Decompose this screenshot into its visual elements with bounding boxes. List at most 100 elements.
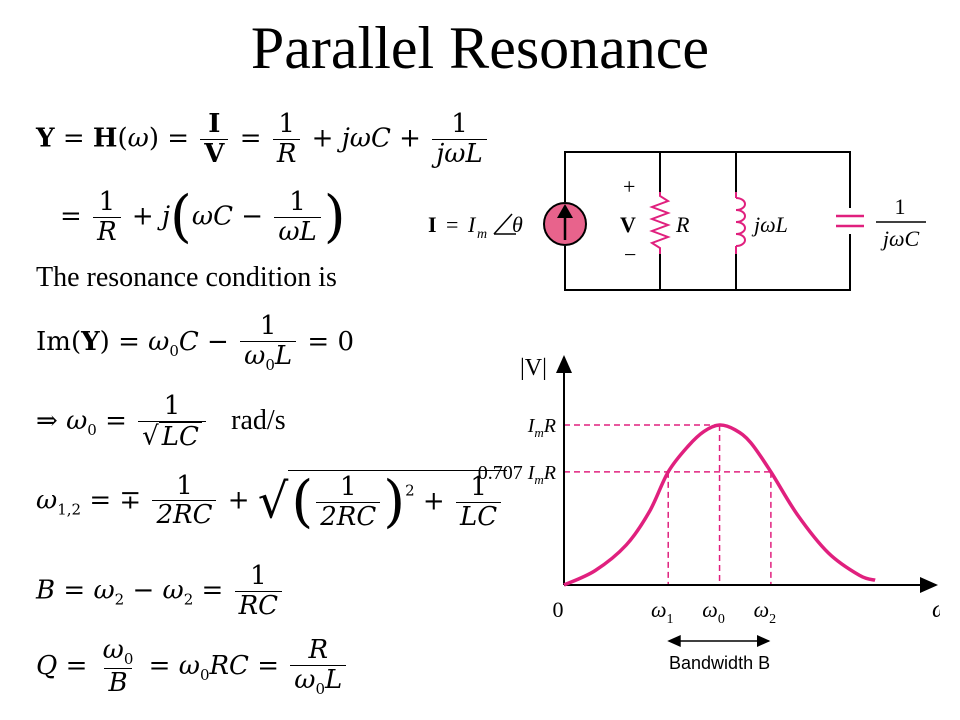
numerator: 1 (98, 187, 116, 217)
term-RC: RC (209, 651, 249, 682)
fraction-one-over-jwL: 1 jωL (432, 110, 487, 169)
fraction-one-over-R: 1 R (272, 109, 301, 169)
numerator: 1 (176, 470, 193, 501)
x-tick-label: ω0 (702, 597, 725, 627)
subscript: 0 (265, 355, 275, 374)
fraction-w0-over-B: ω0 B (99, 636, 138, 698)
im-operator: Im (36, 326, 71, 357)
x-axis-label: ω (932, 597, 940, 623)
equation-panel: Y = H(ω) = I V = 1 R + jωC + 1 jωL = 1 R… (0, 0, 508, 720)
capacitor-icon (836, 214, 864, 228)
bandwidth-equation: B = ω2 − ω2 = 1 RC (36, 562, 285, 621)
subscript: 2 (114, 590, 125, 609)
numerator: 1 (470, 472, 487, 502)
subscript: 0 (199, 666, 210, 685)
capacitor-label-denominator: jωC (880, 226, 920, 251)
x-tick-label: ω2 (754, 597, 777, 627)
voltage-label-V: V (620, 212, 636, 237)
numerator: 1 (250, 561, 267, 591)
subscript: 1,2 (57, 500, 82, 519)
source-label-m: m (477, 227, 487, 242)
term-wC: ωC (191, 201, 233, 232)
term-LC: LC (161, 421, 199, 452)
circuit-wire (564, 151, 851, 291)
subscript: 2 (183, 590, 194, 609)
symbol-j: j (161, 201, 171, 232)
y-tick-label: ImR (527, 415, 556, 440)
symbol-omega: ω (162, 575, 184, 606)
numerator: 1 (278, 109, 295, 139)
subscript: 0 (87, 421, 97, 440)
fraction-one-over-sqrt-LC: 1 √LC (138, 392, 206, 452)
minus-plus-sign: ∓ (119, 485, 142, 516)
current-source-icon (543, 202, 587, 246)
quality-factor-equation: Q = ω0 B = ω0RC = R ω0L (36, 636, 349, 698)
imaginary-part-equation: Im(Y) = ω0C − 1 ω0L = 0 (36, 311, 354, 374)
polarity-minus: − (624, 242, 636, 267)
fraction-one-over-wL: 1 ωL (274, 187, 321, 247)
chart-series-line (563, 423, 876, 587)
symbol-omega: ω (66, 406, 88, 437)
symbol-Q: Q (36, 651, 58, 682)
fraction-one-over-w0L: 1 ω0L (240, 311, 297, 374)
resonance-condition-text: The resonance condition is (36, 262, 337, 293)
resonance-curve-chart: |V| ω ImR 0.707 ImR 0 ω1 ω0 ω2 Bandwidth B (478, 355, 940, 673)
numerator: 1 (259, 311, 277, 341)
numerator: 1 (339, 472, 357, 502)
angle-icon (493, 213, 516, 235)
source-label-theta: θ (512, 212, 523, 237)
symbol-C: C (178, 326, 199, 357)
subscript: 0 (315, 679, 326, 698)
y-axis-label: |V| (520, 355, 547, 381)
source-label-Im: I (467, 212, 477, 237)
numerator: 1 (289, 187, 306, 217)
fraction-R-over-w0L: R ω0L (290, 635, 347, 698)
y-tick-label: 0.707 ImR (478, 462, 556, 487)
term-2RC: 2RC (156, 500, 213, 531)
unit-label: rad/s (231, 405, 286, 437)
slide-title: Parallel Resonance (250, 15, 710, 81)
admittance-expanded: = 1 R + j(ωC − 1 ωL ) (60, 184, 346, 250)
symbol-omega: ω (102, 635, 124, 665)
equals-zero: = 0 (307, 326, 354, 357)
symbol-R: R (308, 635, 329, 666)
bandwidth-label: Bandwidth B (669, 653, 770, 673)
chart-guide-lines (564, 424, 772, 585)
term-wL: ωL (278, 216, 317, 247)
symbol-B: B (108, 667, 128, 698)
symbol-Y: Y (81, 326, 100, 357)
subscript: 0 (123, 650, 134, 668)
term-RC: RC (238, 590, 279, 621)
fraction-I-over-V: I V (200, 109, 229, 169)
symbol-L: L (325, 664, 343, 695)
inductor-label: jωL (751, 212, 788, 237)
term-LC: LC (460, 501, 498, 532)
symbol-H: H (92, 123, 118, 154)
symbol-I: I (208, 109, 221, 139)
symbol-omega: ω (36, 485, 58, 516)
implies-arrow: ⇒ (36, 406, 58, 437)
symbol-omega: ω (93, 575, 115, 606)
fraction-one-over-RC: 1 RC (234, 561, 283, 621)
resistor-label: R (675, 212, 690, 237)
symbol-V: V (204, 138, 225, 169)
x-tick-label: 0 (553, 597, 564, 622)
symbol-R: R (276, 138, 297, 169)
term-2RC: 2RC (320, 501, 377, 532)
wire-gap (843, 208, 857, 234)
polarity-plus: + (623, 174, 635, 199)
symbol-omega: ω (148, 326, 170, 357)
symbol-B: B (36, 575, 56, 606)
term-jwC: jωC (341, 123, 391, 154)
resistor-icon (649, 192, 671, 254)
admittance-equation: Y = H(ω) = I V = 1 R + jωC + 1 jωL (36, 110, 490, 169)
resonant-frequency-equation: ⇒ ω0 = 1 √LC rad/s (36, 391, 286, 452)
term-jwL: jωL (436, 138, 483, 169)
subscript: 0 (169, 341, 179, 360)
fraction-one-over-2RC: 1 2RC (152, 470, 217, 531)
x-tick-label: ω1 (651, 597, 674, 627)
capacitor-label-numerator: 1 (895, 194, 906, 219)
symbol-R: R (97, 216, 117, 247)
numerator: 1 (451, 109, 468, 139)
